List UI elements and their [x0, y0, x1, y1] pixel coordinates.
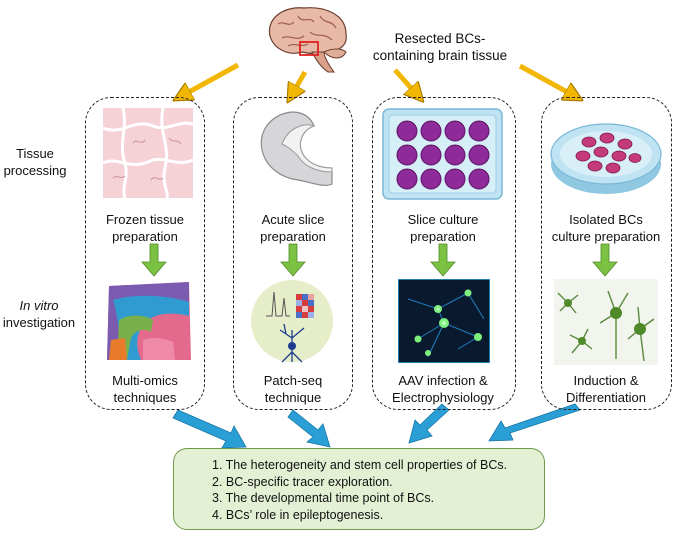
conclusion-item: 4. BCs’ role in epileptogenesis. [212, 507, 384, 522]
multi-omics-label-line-1: Multi-omics [112, 373, 178, 388]
isolated-bcs-label-line-2: culture preparation [551, 229, 661, 244]
acute-slice-label-line-1: Acute slice [261, 212, 325, 227]
row-label-investigation-line-2: investigation [2, 315, 76, 330]
frozen-tissue-label-line-1: Frozen tissue [105, 212, 185, 227]
multi-omics-label-line-2: techniques [113, 390, 177, 405]
source-label-line-1: Resected BCs- [394, 31, 486, 46]
source-label-line-2: containing brain tissue [372, 48, 508, 63]
column-isolated-bcs [541, 97, 672, 410]
blue-arrow-3 [408, 403, 450, 444]
row-label-tissue-processing: Tissue processing [0, 145, 70, 179]
aav-label-line-1: AAV infection & [398, 373, 488, 388]
patch-seq-label-line-2: technique [264, 390, 322, 405]
conclusions-box: 1. The heterogeneity and stem cell prope… [173, 448, 545, 530]
blue-arrow-2 [287, 409, 331, 448]
row-label-in-vitro: In vitro investigation [0, 297, 78, 331]
green-arrow-4 [592, 243, 618, 277]
green-arrow-1 [141, 243, 167, 277]
patch-seq-label: Patch-seq technique [241, 372, 345, 406]
multi-omics-image [107, 282, 191, 360]
row-label-processing-line-2: processing [3, 163, 67, 178]
yellow-arrow-4 [518, 63, 578, 98]
acute-slice-label: Acute slice preparation [241, 211, 345, 245]
yellow-arrow-1 [178, 62, 240, 98]
row-label-investigation-line-1: In vitro [19, 298, 59, 313]
aav-label: AAV infection & Electrophysiology [378, 372, 508, 406]
source-label: Resected BCs- containing brain tissue [345, 30, 535, 64]
acute-slice-image [260, 111, 333, 186]
patch-seq-image [251, 280, 333, 363]
yellow-arrow-3 [393, 68, 420, 98]
column-slice-culture [372, 97, 516, 410]
row-label-processing-line-1: Tissue [16, 146, 54, 161]
differentiation-image [554, 279, 658, 365]
slice-culture-label: Slice culture preparation [378, 211, 508, 245]
column-acute-slice [233, 97, 353, 410]
multi-omics-label: Multi-omics techniques [93, 372, 197, 406]
column-frozen-tissue [85, 97, 205, 410]
conclusion-item: 3. The developmental time point of BCs. [212, 491, 435, 505]
yellow-arrow-2 [290, 70, 308, 98]
aav-label-line-2: Electrophysiology [392, 390, 494, 405]
patch-seq-label-line-1: Patch-seq [263, 373, 323, 388]
isolated-bcs-label-line-1: Isolated BCs [569, 212, 643, 227]
slice-culture-label-line-1: Slice culture [407, 212, 479, 227]
acute-slice-label-line-2: preparation [260, 229, 326, 244]
brain-illustration [268, 7, 347, 73]
differentiation-label: Induction & Differentiation [543, 372, 669, 406]
isolated-bcs-label: Isolated BCs culture preparation [543, 211, 669, 245]
frozen-tissue-label-line-2: preparation [112, 229, 178, 244]
blue-arrow-1 [172, 409, 247, 449]
green-arrow-3 [430, 243, 456, 277]
differentiation-label-line-2: Differentiation [566, 390, 646, 405]
slice-culture-label-line-2: preparation [410, 229, 476, 244]
well-plate-image [382, 108, 503, 200]
green-arrow-2 [280, 243, 306, 277]
frozen-tissue-image [103, 108, 193, 198]
frozen-tissue-label: Frozen tissue preparation [93, 211, 197, 245]
differentiation-label-line-1: Induction & [573, 373, 639, 388]
conclusion-item: 2. BC-specific tracer exploration. [212, 474, 393, 489]
aav-infection-image [398, 279, 490, 363]
conclusions-list: 1. The heterogeneity and stem cell prope… [212, 457, 507, 523]
conclusion-item: 1. The heterogeneity and stem cell prope… [212, 458, 508, 472]
petri-dish-image [550, 123, 662, 194]
